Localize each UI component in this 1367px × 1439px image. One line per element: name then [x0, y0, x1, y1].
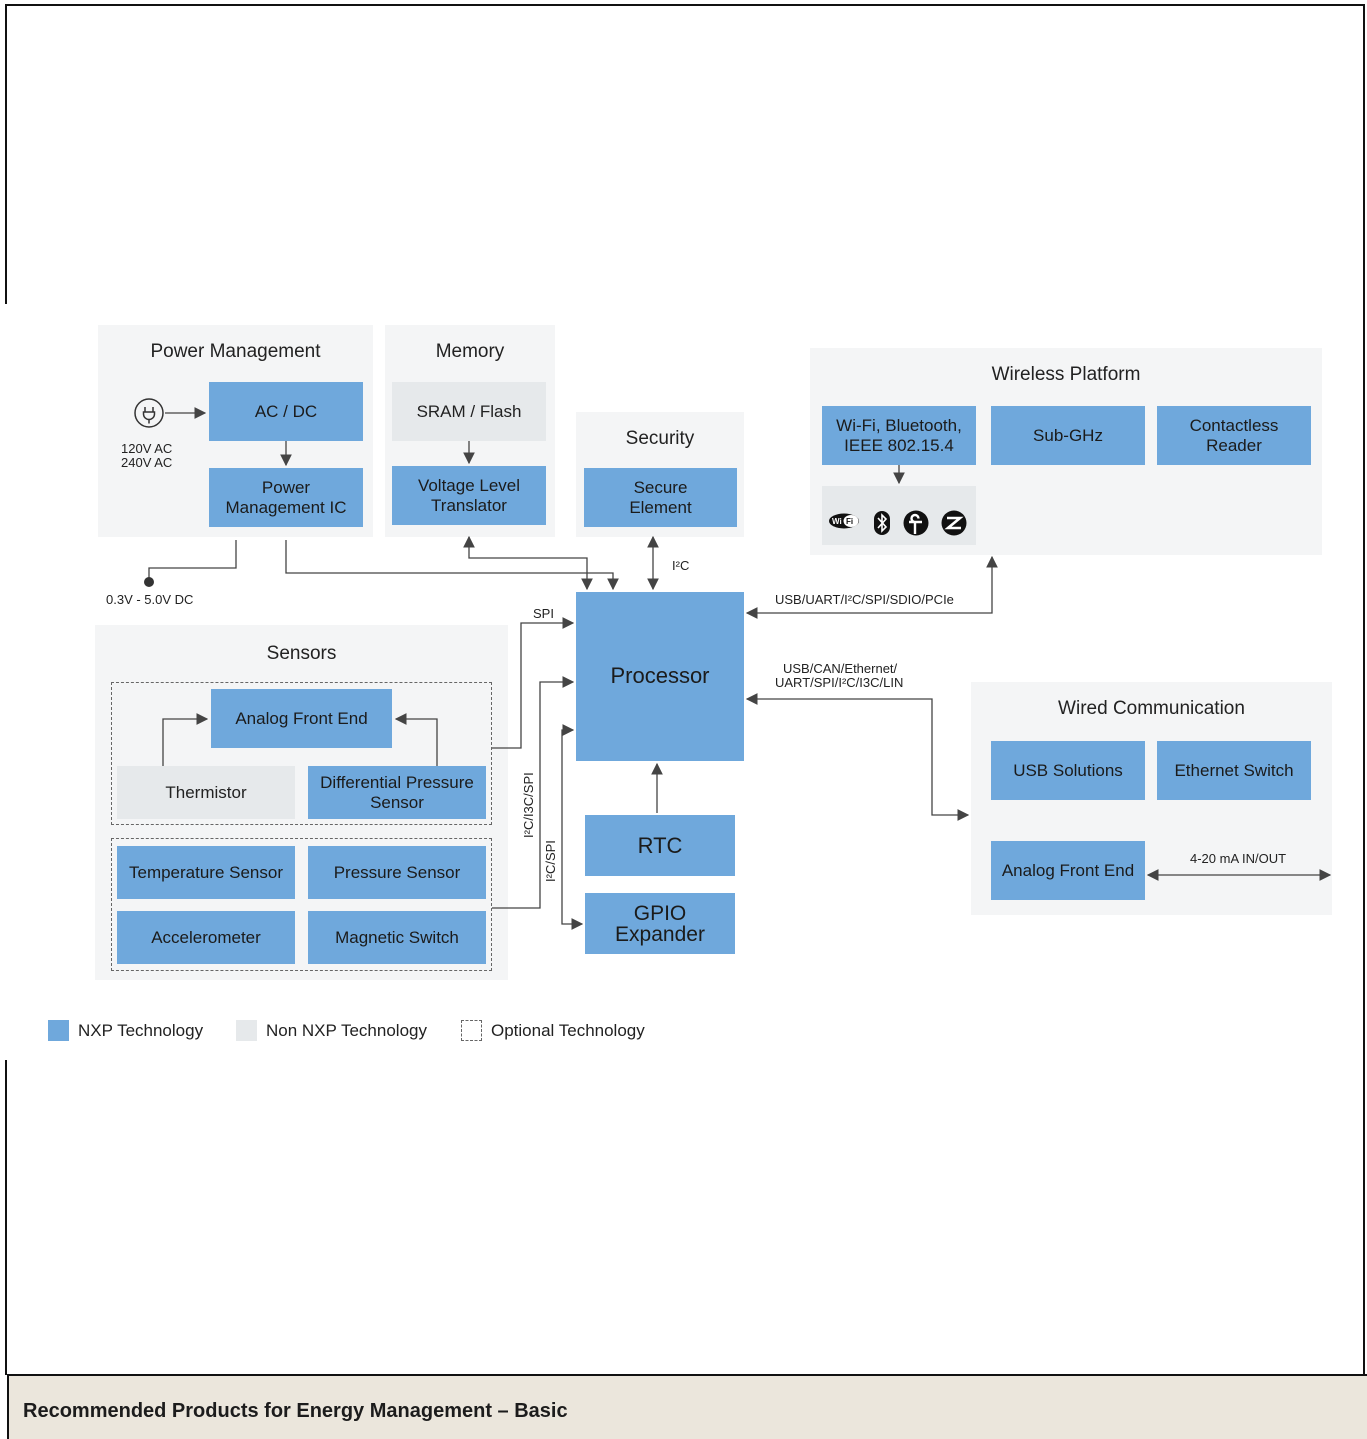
- acdc-block[interactable]: AC / DC: [209, 382, 363, 441]
- legend-swatch: [461, 1020, 482, 1041]
- svg-text:Fi: Fi: [846, 517, 853, 526]
- thermistor-block[interactable]: Thermistor: [117, 766, 295, 819]
- secure-element-block[interactable]: Secure Element: [584, 468, 737, 527]
- i2c-bus-label: I²C: [672, 558, 690, 573]
- pmic-block[interactable]: Power Management IC: [209, 468, 363, 527]
- input-voltage-label: 240V AC: [121, 455, 173, 470]
- panel-title: Security: [625, 428, 695, 449]
- panel-title: Wireless Platform: [991, 364, 1141, 385]
- panel-title: Power Management: [150, 341, 321, 362]
- wired-afe-block[interactable]: Analog Front End: [991, 841, 1145, 900]
- legend-nxp: NXP Technology: [48, 1020, 203, 1041]
- rtc-block[interactable]: RTC: [585, 815, 735, 876]
- legend-label: Non NXP Technology: [266, 1020, 427, 1040]
- frame-edge: [5, 1060, 7, 1375]
- zigbee-icon: [941, 510, 967, 536]
- accelerometer-block[interactable]: Accelerometer: [117, 911, 295, 964]
- legend-label: Optional Technology: [491, 1020, 645, 1040]
- thread-icon: [903, 510, 929, 536]
- pressure-sensor-block[interactable]: Pressure Sensor: [308, 846, 486, 899]
- processor-block[interactable]: Processor: [576, 592, 744, 761]
- page-frame: [5, 4, 1365, 1376]
- recommended-products-bar[interactable]: Recommended Products for Energy Manageme…: [7, 1374, 1367, 1439]
- legend-swatch: [48, 1020, 69, 1041]
- usb-solutions-block[interactable]: USB Solutions: [991, 741, 1145, 800]
- wireless-icons-strip: Wi Fi: [822, 486, 976, 545]
- legend-non-nxp: Non NXP Technology: [236, 1020, 427, 1041]
- wired-bus-label: UART/SPI/I²C/I3C/LIN: [775, 675, 904, 690]
- power-plug-icon: [134, 398, 164, 428]
- gpio-expander-block[interactable]: GPIO Expander: [585, 893, 735, 954]
- voltage-translator-block[interactable]: Voltage Level Translator: [392, 466, 546, 525]
- current-loop-label: 4-20 mA IN/OUT: [1190, 851, 1287, 866]
- output-voltage-label: 0.3V - 5.0V DC: [106, 592, 194, 607]
- magnetic-switch-block[interactable]: Magnetic Switch: [308, 911, 486, 964]
- panel-title: Sensors: [266, 643, 337, 664]
- panel-title: Wired Communication: [1058, 698, 1245, 719]
- spi-bus-label: SPI: [533, 606, 554, 621]
- legend-label: NXP Technology: [78, 1020, 204, 1040]
- contactless-reader-block[interactable]: Contactless Reader: [1157, 406, 1311, 465]
- input-voltage-label: 120V AC: [121, 441, 173, 456]
- sram-flash-block[interactable]: SRAM / Flash: [392, 382, 546, 441]
- ethernet-switch-block[interactable]: Ethernet Switch: [1157, 741, 1311, 800]
- wired-bus-label: USB/CAN/Ethernet/: [783, 661, 898, 676]
- temperature-sensor-block[interactable]: Temperature Sensor: [117, 846, 295, 899]
- wifi-icon: Wi Fi: [829, 513, 859, 529]
- wifi-bluetooth-block[interactable]: Wi-Fi, Bluetooth, IEEE 802.15.4: [822, 406, 976, 465]
- section-title: Recommended Products for Energy Manageme…: [23, 1400, 568, 1422]
- svg-text:Wi: Wi: [832, 517, 842, 526]
- optional-group: [111, 682, 492, 825]
- differential-pressure-block[interactable]: Differential Pressure Sensor: [308, 766, 486, 819]
- sub-ghz-block[interactable]: Sub-GHz: [991, 406, 1145, 465]
- frame-edge: [5, 4, 7, 304]
- legend-swatch: [236, 1020, 257, 1041]
- legend-optional: Optional Technology: [461, 1020, 645, 1041]
- bluetooth-icon: [874, 511, 890, 535]
- panel-title: Memory: [435, 341, 505, 362]
- sensor-afe-block[interactable]: Analog Front End: [211, 689, 392, 748]
- optional-group: [111, 838, 492, 971]
